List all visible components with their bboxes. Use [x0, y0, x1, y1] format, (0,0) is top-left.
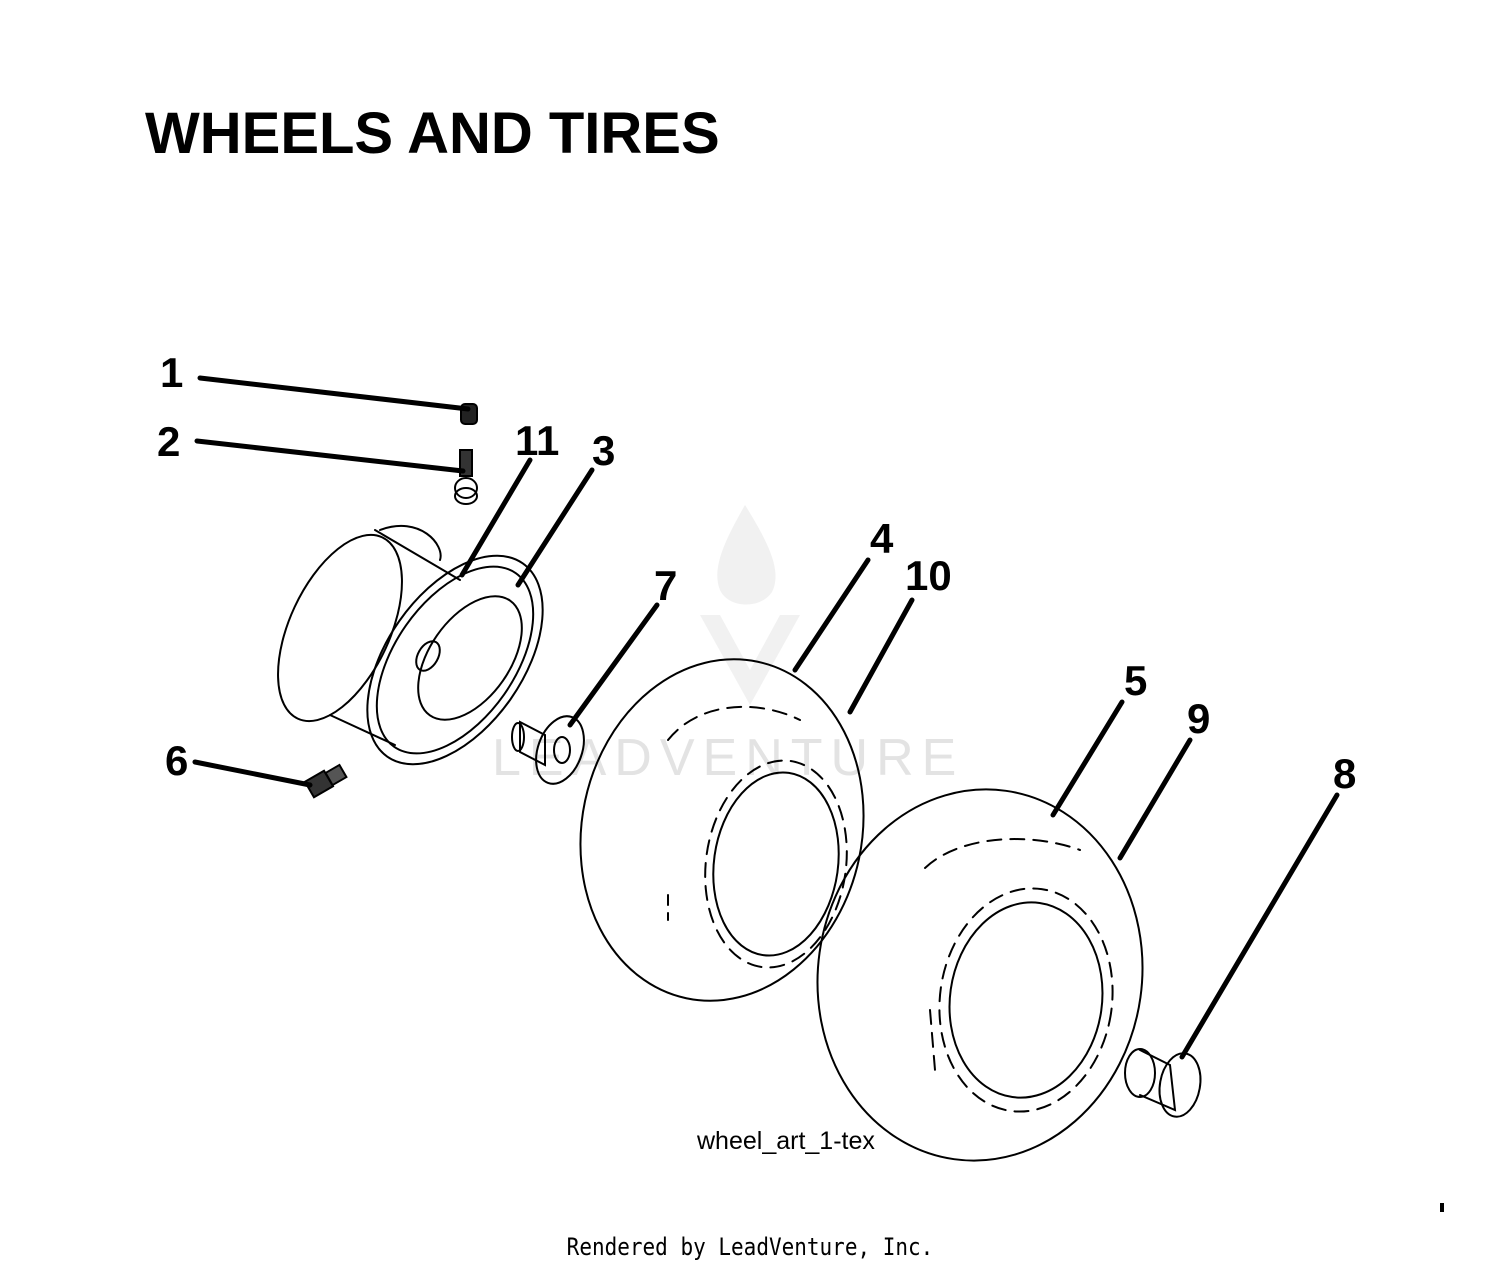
- callout-4: 4: [870, 515, 894, 562]
- callout-11: 11: [515, 417, 559, 464]
- leader-2: [194, 438, 466, 474]
- callout-10: 10: [905, 552, 952, 599]
- callout-1: 1: [160, 349, 183, 396]
- page-title: WHEELS AND TIRES: [145, 101, 720, 166]
- leader-lines: [192, 375, 1340, 1060]
- callout-3: 3: [592, 427, 615, 474]
- page-mark: [1440, 1203, 1444, 1212]
- leader-8: [1179, 792, 1340, 1060]
- leader-6: [192, 759, 313, 788]
- watermark-logo: [700, 505, 800, 705]
- leader-7: [567, 602, 660, 728]
- bushing-part: [511, 715, 585, 785]
- leader-10: [847, 597, 915, 715]
- valve-stem-part: [454, 449, 478, 505]
- callout-7: 7: [654, 562, 677, 609]
- art-code-label: wheel_art_1-tex: [697, 1127, 875, 1155]
- callout-6: 6: [165, 737, 188, 784]
- callout-8: 8: [1333, 750, 1356, 797]
- leader-11: [459, 457, 533, 578]
- callout-2: 2: [157, 418, 180, 465]
- callout-9: 9: [1187, 695, 1210, 742]
- render-credit: Rendered by LeadVenture, Inc.: [566, 1233, 934, 1261]
- tire-5-part: [816, 788, 1144, 1162]
- callout-labels: 1 2 3 4 5 6 7 8 9 10 11: [157, 349, 1356, 797]
- leader-4: [792, 557, 871, 673]
- leader-9: [1117, 737, 1193, 861]
- leader-1: [197, 375, 471, 412]
- callout-5: 5: [1124, 657, 1147, 704]
- hub-cap-part: [1124, 1048, 1202, 1118]
- rim-part: [277, 524, 544, 766]
- grease-fitting-part: [303, 763, 348, 799]
- leader-3: [515, 467, 595, 588]
- leader-5: [1050, 699, 1125, 818]
- tire-4-part: [579, 658, 865, 1002]
